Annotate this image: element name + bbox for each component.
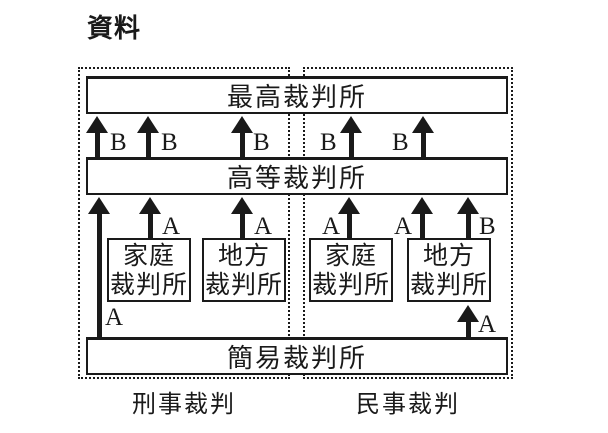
arrowhead-icon [411, 197, 433, 214]
arrow-summary-to-high-criminal-icon [88, 197, 110, 337]
appeal-a-label: A [478, 311, 497, 338]
appeal-b-label: B [392, 129, 409, 156]
district-court-line2: 裁判所 [409, 270, 488, 299]
appeal-b-label: B [161, 129, 178, 156]
appeal-b-label: B [479, 213, 496, 240]
appeal-a-label: A [105, 304, 124, 331]
family-court-line1: 家庭 [122, 241, 175, 270]
arrow-district-to-high-criminal-icon [231, 197, 253, 238]
family-court-box-civil: 家庭 裁判所 [309, 238, 393, 302]
supreme-court-label: 最高裁判所 [226, 83, 367, 113]
supreme-court-box: 最高裁判所 [86, 76, 508, 114]
family-court-line1: 家庭 [324, 241, 377, 270]
arrowhead-icon [231, 197, 253, 214]
arrow-shaft [465, 214, 471, 238]
district-court-box-civil: 地方 裁判所 [407, 238, 491, 302]
arrow-shaft [419, 214, 425, 238]
civil-trial-caption: 民事裁判 [356, 390, 460, 418]
arrowhead-icon [457, 197, 479, 214]
district-court-line1: 地方 [217, 241, 270, 270]
criminal-section-frame [78, 67, 290, 379]
arrow-family-to-high-criminal-icon [139, 197, 161, 238]
arrowhead-icon [231, 116, 253, 133]
arrow-shaft [239, 214, 245, 238]
arrow-shaft [346, 214, 352, 238]
arrow-district-to-high-civil-b-icon [457, 197, 479, 238]
arrow-shaft [145, 133, 151, 158]
arrowhead-icon [88, 197, 110, 214]
appeal-b-label: B [320, 129, 337, 156]
page-title: 資料 [87, 14, 142, 44]
arrow-high-to-supreme-criminal-2-icon [137, 116, 159, 158]
arrow-shaft [96, 214, 102, 337]
arrow-district-to-high-civil-a-icon [411, 197, 433, 238]
civil-section-frame [303, 67, 513, 379]
arrow-high-to-supreme-civil-1-icon [340, 116, 362, 158]
arrowhead-icon [457, 305, 479, 322]
arrow-high-to-supreme-criminal-1-icon [86, 116, 108, 158]
arrow-high-to-supreme-criminal-3-icon [231, 116, 253, 158]
arrow-shaft [465, 322, 471, 337]
district-court-line2: 裁判所 [204, 270, 283, 299]
appeal-b-label: B [110, 129, 127, 156]
arrow-shaft [239, 133, 245, 158]
arrowhead-icon [412, 116, 434, 133]
summary-court-box: 簡易裁判所 [86, 337, 508, 375]
high-court-label: 高等裁判所 [226, 164, 367, 194]
high-court-box: 高等裁判所 [86, 157, 508, 195]
appeal-a-label: A [254, 213, 273, 240]
family-court-line2: 裁判所 [109, 270, 188, 299]
criminal-trial-caption: 刑事裁判 [132, 390, 236, 418]
arrowhead-icon [137, 116, 159, 133]
family-court-box-criminal: 家庭 裁判所 [107, 238, 191, 302]
arrowhead-icon [86, 116, 108, 133]
appeal-a-label: A [162, 213, 181, 240]
appeal-a-label: A [394, 213, 413, 240]
arrow-shaft [147, 214, 153, 238]
arrowhead-icon [338, 197, 360, 214]
arrow-shaft [348, 133, 354, 158]
arrow-shaft [94, 133, 100, 158]
arrow-family-to-high-civil-icon [338, 197, 360, 238]
appeal-b-label: B [253, 129, 270, 156]
arrowhead-icon [139, 197, 161, 214]
arrow-summary-to-district-civil-icon [457, 305, 479, 337]
summary-court-label: 簡易裁判所 [226, 344, 367, 374]
district-court-line1: 地方 [422, 241, 475, 270]
district-court-box-criminal: 地方 裁判所 [202, 238, 286, 302]
arrowhead-icon [340, 116, 362, 133]
arrow-shaft [420, 133, 426, 158]
appeal-a-label: A [322, 213, 341, 240]
family-court-line2: 裁判所 [311, 270, 390, 299]
arrow-high-to-supreme-civil-2-icon [412, 116, 434, 158]
